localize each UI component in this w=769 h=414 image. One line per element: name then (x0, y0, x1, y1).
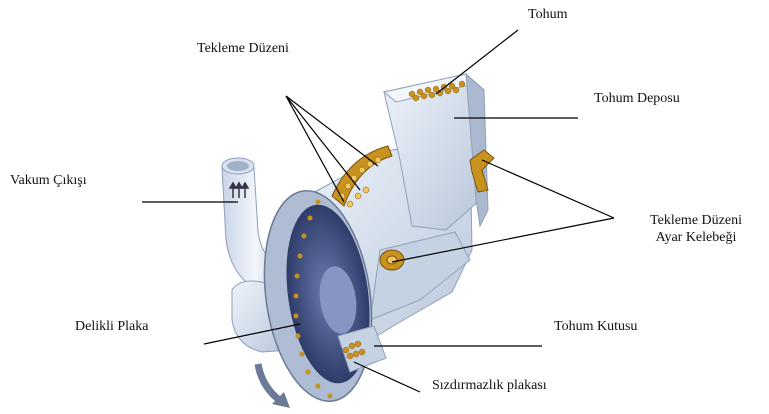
label-ayar-kelebegi: Tekleme Düzeni Ayar Kelebeği (626, 212, 766, 246)
label-ayar-kelebegi-line2: Ayar Kelebeği (626, 229, 766, 246)
label-tohum-deposu: Tohum Deposu (594, 90, 680, 107)
leader-sizdirmazlik (354, 362, 420, 392)
label-tohum: Tohum (528, 6, 567, 23)
label-tohum-kutusu: Tohum Kutusu (554, 318, 637, 335)
label-sizdirmazlik-plakasi: Sızdırmazlık plakası (432, 377, 547, 394)
rotation-arrow-icon (258, 364, 290, 408)
label-tekleme-duzeni: Tekleme Düzeni (197, 40, 289, 57)
label-vakum-cikisi: Vakum Çıkışı (10, 172, 87, 189)
airflow-arrows-icon (230, 183, 248, 198)
leader-tekleme-1 (286, 96, 344, 202)
leader-ayar-1 (482, 160, 614, 218)
label-delikli-plaka: Delikli Plaka (75, 318, 149, 335)
label-ayar-kelebegi-line1: Tekleme Düzeni (626, 212, 766, 229)
leader-tekleme-3 (286, 96, 378, 166)
leader-tekleme-2 (286, 96, 360, 190)
